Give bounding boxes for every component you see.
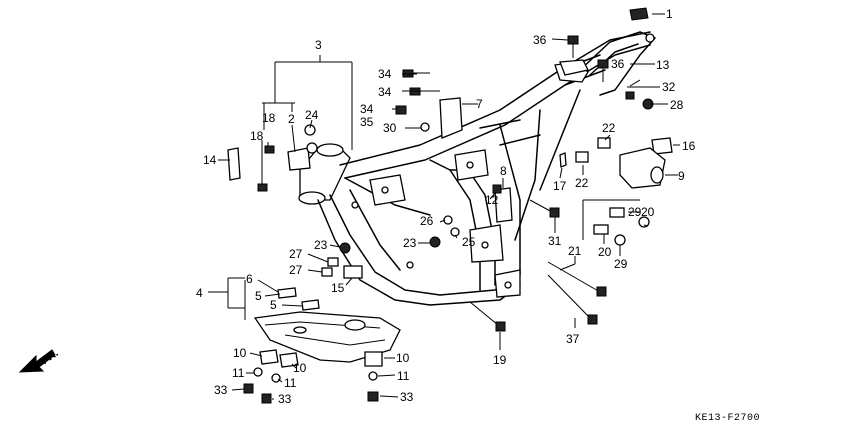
callout-4: 4	[196, 286, 203, 300]
callout-18b: 18	[250, 129, 264, 143]
callout-18a: 18	[262, 111, 276, 125]
callout-6: 6	[246, 272, 253, 286]
tag-plate-16	[651, 137, 673, 155]
cap-1	[629, 7, 649, 21]
callout-16: 16	[682, 139, 696, 153]
callout-19: 19	[493, 353, 507, 367]
callout-33a: 33	[214, 383, 228, 397]
callout-23a: 23	[314, 238, 328, 252]
callout-28: 28	[670, 98, 684, 112]
callout-33c: 33	[400, 390, 414, 404]
callout-9: 9	[678, 169, 685, 183]
callout-10c: 10	[396, 351, 410, 365]
bracket-7	[439, 97, 463, 139]
callout-20a: 20	[641, 205, 655, 219]
leader-lines	[208, 13, 680, 400]
rear-subframe	[559, 31, 656, 96]
callout-26: 26	[420, 214, 434, 228]
callout-34c: 34	[360, 102, 374, 116]
callout-20b: 20	[598, 245, 612, 259]
callout-8: 8	[500, 164, 507, 178]
callout-21: 21	[568, 244, 582, 258]
callout-37: 37	[566, 332, 580, 346]
callout-7: 7	[476, 97, 483, 111]
callout-27a: 27	[289, 247, 303, 261]
callout-5a: 5	[255, 289, 262, 303]
clip-17	[559, 152, 567, 168]
callout-22b: 22	[575, 176, 589, 190]
tag-plate-14	[227, 147, 241, 181]
callout-11a: 11	[232, 366, 245, 380]
callout-29b: 29	[614, 257, 628, 271]
callout-1: 1	[666, 7, 673, 21]
callout-23b: 23	[403, 236, 417, 250]
callout-31: 31	[548, 234, 562, 248]
callout-34b: 34	[378, 85, 392, 99]
front-direction-arrow: FR.	[18, 347, 61, 373]
callout-24: 24	[305, 108, 319, 122]
callout-36b: 36	[611, 57, 625, 71]
callout-10a: 10	[233, 346, 247, 360]
callout-32: 32	[662, 80, 676, 94]
callout-12: 12	[485, 193, 499, 207]
callout-27b: 27	[289, 263, 303, 277]
callout-33b: 33	[278, 392, 292, 406]
callout-14: 14	[203, 153, 217, 167]
callout-3: 3	[315, 38, 322, 52]
callout-11c: 11	[397, 369, 410, 383]
skid-plate	[253, 311, 401, 363]
callout-17: 17	[553, 179, 567, 193]
drawing-code: KE13-F2700	[695, 413, 760, 424]
engine-hanger-2	[287, 147, 311, 171]
callout-35: 35	[360, 115, 374, 129]
callout-11b: 11	[284, 376, 297, 390]
callout-15: 15	[331, 281, 345, 295]
callout-25: 25	[462, 235, 476, 249]
callout-10b: 10	[293, 361, 307, 375]
callout-29a: 29	[628, 205, 642, 219]
callout-13: 13	[656, 58, 670, 72]
bracket-8	[494, 187, 513, 223]
callout-2: 2	[288, 112, 295, 126]
callout-labels: 1 2 3 4 5 5 6 7 8 9 10 10 10 11 11 11 12…	[196, 7, 696, 406]
callout-22a: 22	[602, 121, 616, 135]
callout-5b: 5	[270, 298, 277, 312]
callout-34a: 34	[378, 67, 392, 81]
callout-30: 30	[383, 121, 397, 135]
callout-36a: 36	[533, 33, 547, 47]
